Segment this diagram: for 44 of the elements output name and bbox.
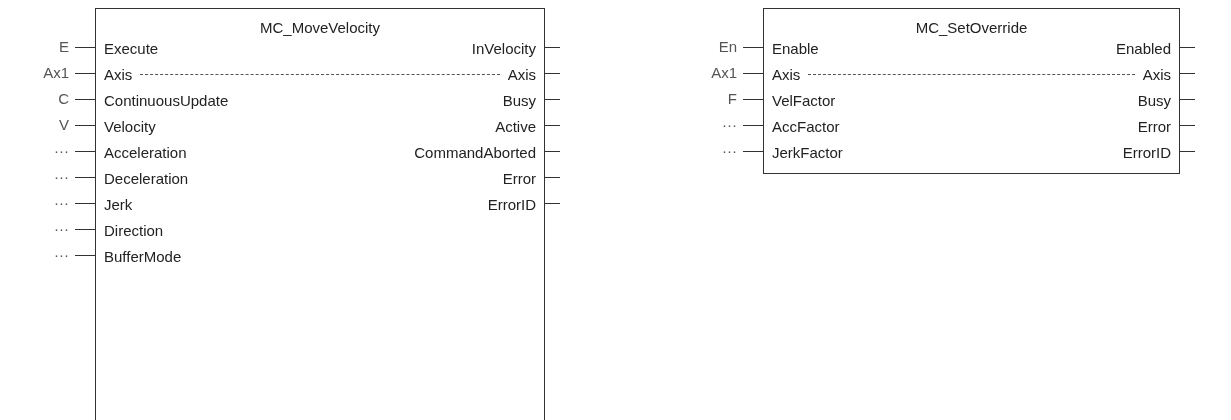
output-pin-name: Axis [1142,65,1171,83]
input-pin-name: Direction [104,221,164,239]
variable-name: E [58,37,69,57]
variable-name: C [57,89,69,109]
function-block [95,8,545,420]
variable-name: En [717,37,737,57]
input-pin-name: Jerk [104,195,133,213]
variable-name: Ax1 [710,63,737,83]
input-pin-name: Enable [772,39,819,57]
input-pin-name: JerkFactor [772,143,843,161]
output-pin-name: Busy [502,91,536,109]
input-pin-name: Axis [104,65,133,83]
output-pin-name: Axis [507,65,536,83]
output-pin-name: Busy [1137,91,1171,109]
variable-name: ··· [721,115,737,135]
input-pin-name: Acceleration [104,143,187,161]
output-pin-name: Error [502,169,536,187]
variable-name: F [726,89,737,109]
input-pin-name: Axis [772,65,801,83]
variable-name: ··· [53,141,69,161]
variable-name: ··· [53,245,69,265]
output-pin-name: ErrorID [487,195,536,213]
variable-name: ··· [53,167,69,187]
input-pin-name: Execute [104,39,159,57]
input-pin-name: AccFactor [772,117,840,135]
block-title: MC_SetOverride [914,19,1029,36]
output-pin-name: Enabled [1115,39,1171,57]
input-pin-name: VelFactor [772,91,836,109]
variable-name: V [58,115,69,135]
variable-name: ··· [53,193,69,213]
function-block [763,8,1180,174]
variable-name: Ax1 [42,63,69,83]
input-pin-name: ContinuousUpdate [104,91,229,109]
output-pin-name: InVelocity [471,39,536,57]
input-pin-name: Velocity [104,117,156,135]
output-pin-name: Error [1137,117,1171,135]
input-pin-name: Deceleration [104,169,189,187]
block-title: MC_MoveVelocity [258,19,381,36]
variable-name: ··· [53,219,69,239]
output-pin-name: Active [495,117,536,135]
output-pin-name: CommandAborted [414,143,536,161]
output-pin-name: ErrorID [1122,143,1171,161]
variable-name: ··· [721,141,737,161]
input-pin-name: BufferMode [104,247,182,265]
